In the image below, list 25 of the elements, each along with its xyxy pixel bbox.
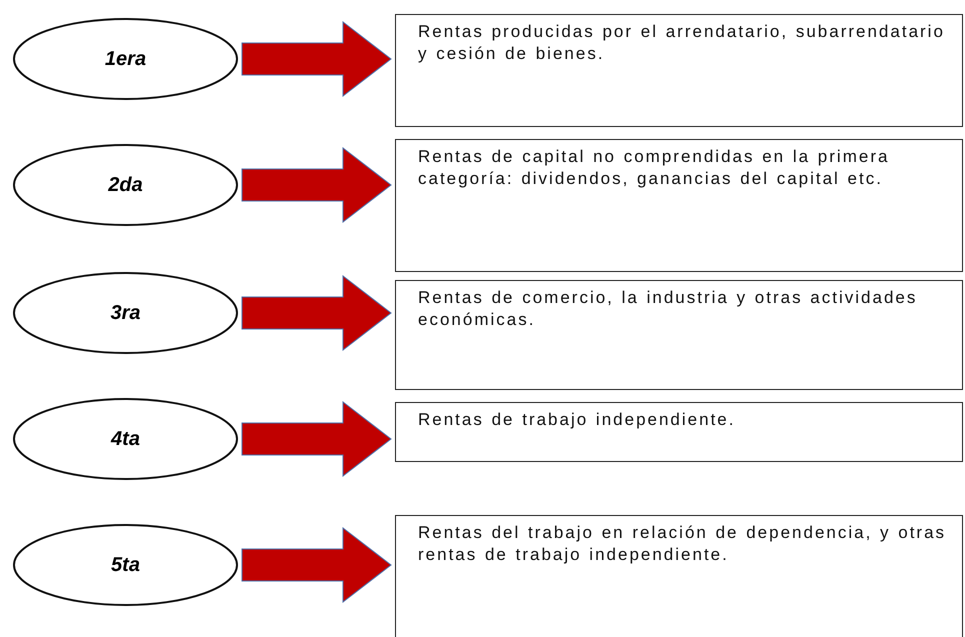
category-label: 1era	[104, 48, 146, 70]
block-arrow	[242, 146, 392, 224]
description-box	[395, 515, 963, 637]
block-arrow	[242, 20, 392, 98]
description-box	[395, 14, 963, 127]
block-arrow	[242, 400, 392, 478]
description-text: Rentas producidas por el arrendatario, subarrendatario y cesión de bienes.	[418, 21, 946, 66]
description-text: Rentas de capital no comprendidas en la primera categoría: dividendos, ganancias del capital etc.	[418, 146, 890, 190]
category-label: 5ta	[111, 554, 140, 576]
category-label: 2da	[108, 174, 143, 196]
block-arrow	[242, 274, 392, 352]
description-box	[395, 139, 963, 272]
category-ellipse	[13, 18, 238, 100]
description-text: Rentas de comercio, la industria y otras actividades económicas.	[418, 287, 918, 332]
description-text: Rentas del trabajo en relación de dependencia, y otras rentas de trabajo independiente.	[418, 522, 948, 566]
category-ellipse	[13, 272, 238, 354]
category-label: 3ra	[110, 302, 141, 324]
block-arrow	[242, 526, 392, 604]
description-box	[395, 280, 963, 390]
category-ellipse	[13, 144, 238, 226]
description-box	[395, 402, 963, 462]
category-ellipse	[13, 524, 238, 606]
description-text: Rentas de trabajo independiente.	[418, 409, 736, 431]
category-ellipse	[13, 398, 238, 480]
category-label: 4ta	[111, 428, 140, 450]
